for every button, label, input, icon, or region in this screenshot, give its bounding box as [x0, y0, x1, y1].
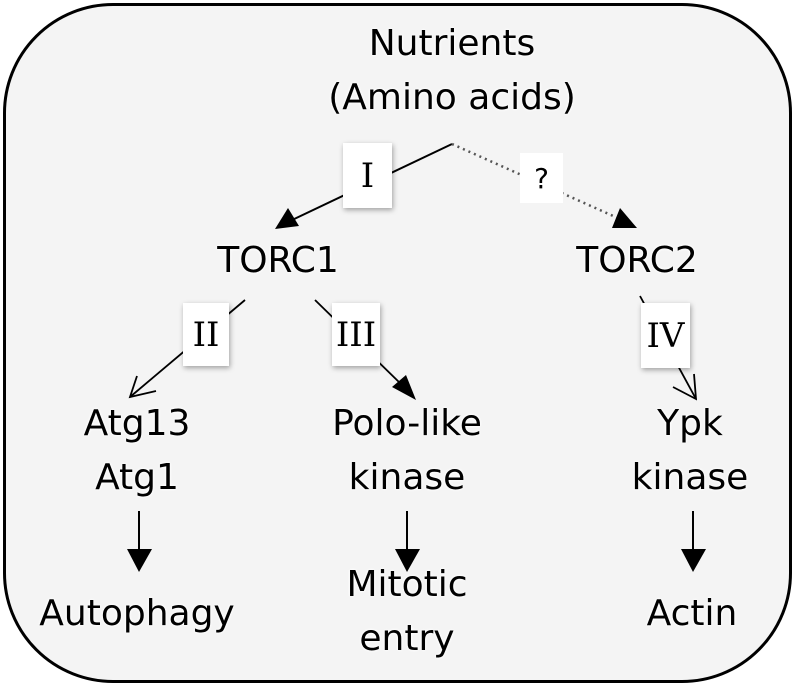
arrowhead-filled-icon — [392, 375, 416, 400]
node-nutrients-line1: Nutrients — [368, 23, 536, 64]
edge-label-IV-text: IV — [646, 315, 685, 356]
arrowhead-filled-icon — [395, 549, 420, 572]
edge-label-unknown-text: ? — [534, 161, 549, 195]
arrowhead-filled-icon — [127, 549, 152, 572]
node-polo: Polo-like kinase — [332, 406, 482, 496]
node-autophagy-label: Autophagy — [39, 593, 235, 634]
node-autophagy: Autophagy — [39, 596, 234, 632]
edge-label-I-text: I — [360, 155, 375, 196]
node-atg: Atg13 Atg1 — [84, 406, 191, 496]
node-actin-label: Actin — [646, 593, 738, 634]
node-atg1-label: Atg1 — [95, 457, 179, 498]
node-torc1: TORC1 — [217, 243, 339, 279]
node-mitotic: Mitotic entry — [346, 567, 467, 657]
edge-label-III: III — [332, 303, 380, 366]
edge-label-II-text: II — [192, 314, 220, 355]
node-ypk: Ypk kinase — [632, 406, 749, 496]
node-mitotic-line2: entry — [359, 618, 455, 659]
arrowhead-open-icon — [128, 375, 157, 399]
arrowhead-filled-icon — [275, 208, 299, 229]
arrowhead-filled-icon — [612, 208, 637, 228]
node-nutrients: Nutrients (Amino acids) — [328, 26, 576, 116]
node-torc2-label: TORC2 — [576, 240, 698, 281]
node-polo-line2: kinase — [348, 457, 466, 498]
node-ypk-line2: kinase — [631, 457, 749, 498]
edge-label-III-text: III — [335, 314, 377, 355]
node-ypk-line1: Ypk — [657, 403, 723, 444]
arrowhead-open-icon — [672, 373, 698, 401]
edge-label-II: II — [183, 303, 229, 366]
edge-label-I: I — [343, 143, 392, 208]
edge-label-unknown: ? — [520, 153, 563, 203]
node-atg13-label: Atg13 — [83, 403, 191, 444]
node-mitotic-line1: Mitotic — [346, 564, 468, 605]
node-actin: Actin — [647, 596, 738, 632]
node-torc2: TORC2 — [576, 243, 698, 279]
node-polo-line1: Polo-like — [332, 403, 482, 444]
node-nutrients-line2: (Amino acids) — [328, 77, 576, 118]
arrowhead-filled-icon — [681, 549, 706, 572]
node-torc1-label: TORC1 — [217, 240, 339, 281]
edge-label-IV: IV — [641, 303, 690, 368]
